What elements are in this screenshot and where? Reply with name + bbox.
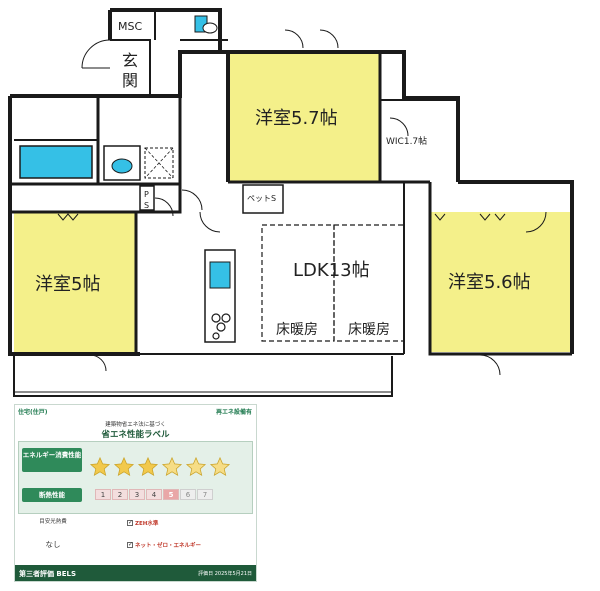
label-entrance-2: 関 [122, 71, 138, 90]
label-msc: MSC [118, 20, 142, 33]
insulation-grade: 2 [112, 489, 128, 500]
doors [81, 29, 547, 376]
bels-title: 省エネ性能ラベル [101, 430, 170, 440]
room-western-57-fill [228, 52, 380, 182]
label-western-5: 洋室5帖 [35, 274, 100, 295]
bels-footer: 第三者評価 BELS 評価日 2025年5月21日 [15, 565, 256, 581]
zeh-row: ✓ ZEH水準 [127, 519, 158, 527]
room-western-56-fill [430, 212, 570, 352]
cost-section: 目安光熱費 なし [18, 517, 88, 563]
insulation-grade: 1 [95, 489, 111, 500]
washer-pan [144, 147, 174, 179]
star-icon [89, 456, 111, 477]
toilet-bowl [202, 22, 218, 34]
label-western-56: 洋室5.6帖 [448, 272, 531, 293]
insulation-grade: 3 [129, 489, 145, 500]
energy-label: エネルギー消費性能 [22, 448, 82, 472]
label-floor-heat-2: 床暖房 [348, 322, 390, 338]
label-wic: WIC1.7帖 [386, 135, 427, 147]
star-icon [113, 456, 135, 477]
insulation-grade: 6 [180, 489, 196, 500]
net-zero-title: ネット・ゼロ・エネルギー [135, 543, 202, 549]
label-floor-heat-1: 床暖房 [276, 322, 318, 338]
insulation-grade: 7 [197, 489, 213, 500]
bels-brand: 第三者評価 BELS [19, 570, 77, 578]
bels-date: 評価日 2025年5月21日 [198, 571, 252, 577]
insulation-grade: 5 [163, 489, 179, 500]
stove-icon [211, 313, 231, 340]
star-icon [209, 456, 231, 477]
sink [111, 158, 133, 174]
pet-storage [242, 184, 284, 214]
bels-subtitle: 建築物省エネ法に基づく [105, 422, 166, 428]
energy-stars [89, 456, 231, 478]
closet-marks [57, 213, 506, 221]
room-western-5-fill [14, 212, 136, 352]
star-icon [161, 456, 183, 477]
label-ps-p: P [144, 190, 149, 199]
bels-badge: 再エネ設備有 [215, 409, 252, 416]
check-icon: ✓ [127, 541, 134, 548]
cost-value: なし [45, 540, 61, 549]
cost-label: 目安光熱費 [39, 519, 67, 525]
label-ps-s: S [144, 201, 149, 210]
ps-box [139, 185, 155, 211]
zeh-section: ✓ ZEH水準 ✓ ネット・ゼロ・エネルギー [127, 517, 255, 565]
bels-kind: 住宅(住戸) [18, 409, 48, 416]
kitchen-sink [209, 261, 231, 289]
label-entrance-1: 玄 [122, 51, 138, 70]
zeh-title: ZEH水準 [135, 521, 159, 527]
label-western-57: 洋室5.7帖 [255, 108, 338, 129]
label-pet-s: ペットS [247, 194, 276, 203]
insulation-label: 断熱性能 [22, 488, 82, 502]
floor-plan: MSC 玄 関 洋室5.7帖 WIC1.7帖 洋室5帖 洋室5.6帖 LDK13… [8, 8, 574, 397]
check-icon: ✓ [127, 519, 134, 526]
net-zero-row: ✓ ネット・ゼロ・エネルギー [127, 541, 201, 549]
energy-label-card: 住宅(住戸) 再エネ設備有 建築物省エネ法に基づく 省エネ性能ラベル エネルギー… [14, 404, 257, 582]
bels-header: 住宅(住戸) 再エネ設備有 [15, 405, 256, 417]
star-icon [185, 456, 207, 477]
label-ldk: LDK13帖 [293, 260, 370, 281]
star-icon [137, 456, 159, 477]
floor-heating-area-2 [333, 224, 405, 342]
insulation-grade: 4 [146, 489, 162, 500]
bathtub [19, 145, 93, 179]
